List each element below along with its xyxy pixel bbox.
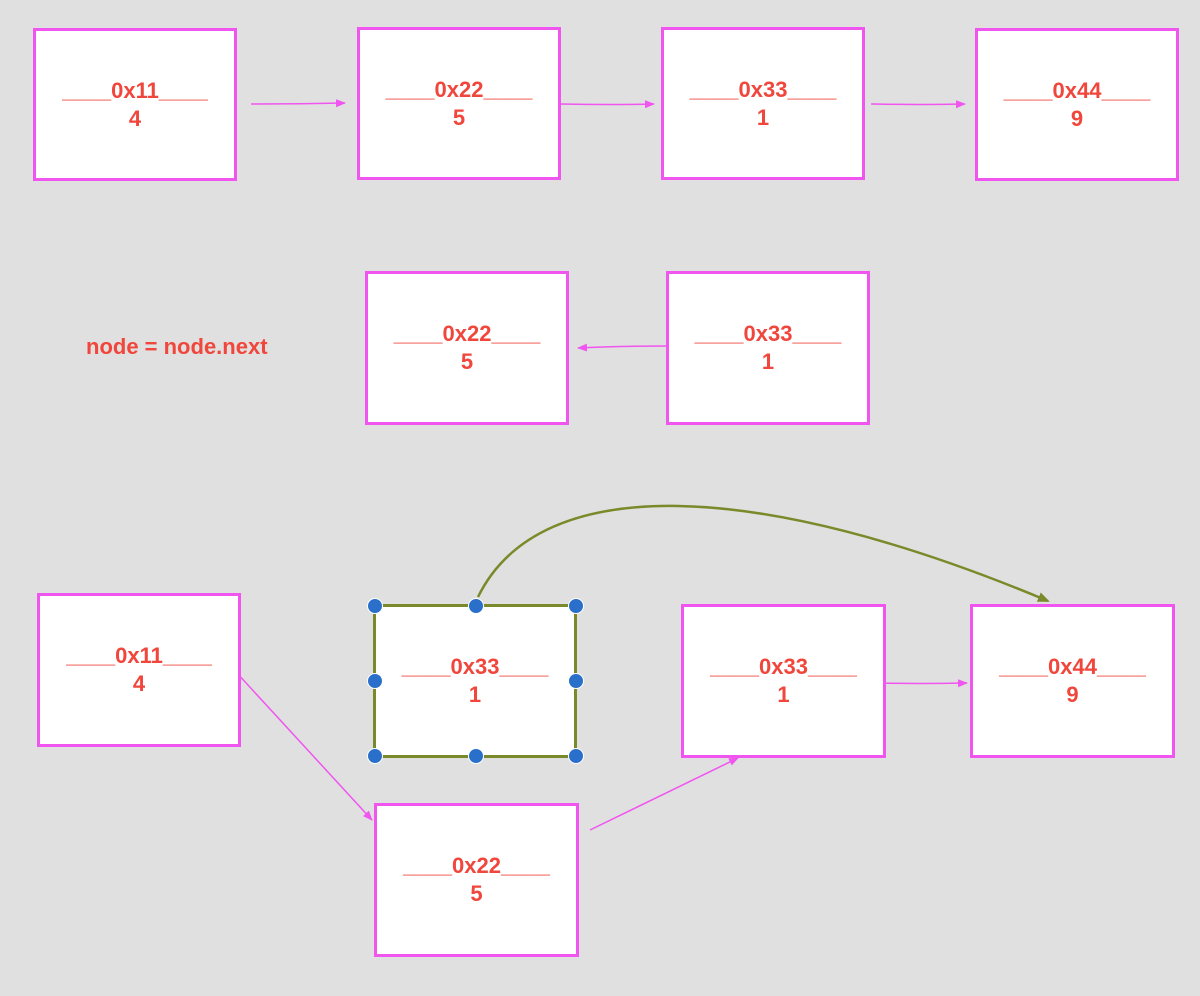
resize-handle-top[interactable]	[468, 598, 484, 614]
caption-node-next: node = node.next	[86, 334, 268, 359]
node-address: ____0x44____	[1003, 77, 1151, 103]
node-0x22[interactable]: ____0x22____ 5	[365, 271, 569, 425]
arrow-0x33-to-0x22-reverse	[577, 343, 668, 352]
node-0x33[interactable]: ____0x33____ 1	[666, 271, 870, 425]
node-value: 5	[470, 881, 483, 906]
node-value: 1	[761, 349, 775, 374]
node-address: ____0x44____	[999, 654, 1146, 679]
resize-handle-bottom-left[interactable]	[367, 748, 383, 764]
node-0x33[interactable]: ____0x33____ 1	[681, 604, 886, 758]
node-value: 4	[132, 671, 146, 696]
node-address: ____0x11____	[62, 77, 208, 103]
arrow-0x33-to-0x44	[871, 679, 968, 688]
node-value: 1	[756, 104, 770, 130]
resize-handle-right[interactable]	[568, 673, 584, 689]
resize-handle-top-left[interactable]	[367, 598, 383, 614]
resize-handle-top-right[interactable]	[568, 598, 584, 614]
node-address: ____0x33____	[689, 76, 837, 102]
node-value: 1	[468, 682, 482, 707]
node-address: ____0x33____	[694, 321, 842, 346]
node-value: 1	[777, 682, 790, 707]
resize-handle-bottom-right[interactable]	[568, 748, 584, 764]
node-address: ____0x11____	[66, 643, 212, 668]
node-0x11[interactable]: ____0x11____ 4	[33, 28, 237, 181]
resize-handle-left[interactable]	[367, 673, 383, 689]
resize-handle-bottom[interactable]	[468, 748, 484, 764]
node-0x11[interactable]: ____0x11____ 4	[37, 593, 241, 747]
node-value: 5	[460, 349, 474, 374]
node-address: ____0x33____	[710, 654, 857, 679]
arrow-0x22-to-0x33	[589, 757, 739, 831]
arrow-0x11-to-0x22	[235, 671, 373, 821]
node-0x33[interactable]: ____0x33____ 1	[661, 27, 865, 180]
node-address: ____0x33____	[401, 654, 549, 679]
node-0x22[interactable]: ____0x22____ 5	[374, 803, 579, 957]
node-0x44[interactable]: ____0x44____ 9	[970, 604, 1175, 758]
node-address: ____0x22____	[385, 76, 533, 102]
arrow-0x11-to-0x22	[250, 99, 346, 108]
node-0x44[interactable]: ____0x44____ 9	[975, 28, 1179, 181]
node-value: 9	[1066, 682, 1079, 707]
curved-arrow-0x33-to-0x44	[476, 504, 1050, 603]
arrow-0x33-to-0x44	[870, 100, 966, 109]
node-value: 9	[1070, 105, 1084, 131]
node-value: 4	[128, 105, 142, 131]
node-address: ____0x22____	[403, 853, 550, 878]
node-0x22[interactable]: ____0x22____ 5	[357, 27, 561, 180]
node-address: ____0x22____	[393, 321, 541, 346]
node-value: 5	[452, 104, 466, 130]
arrow-0x22-to-0x33	[559, 100, 655, 109]
selected-node-0x33[interactable]: ____0x33____ 1	[373, 604, 577, 758]
